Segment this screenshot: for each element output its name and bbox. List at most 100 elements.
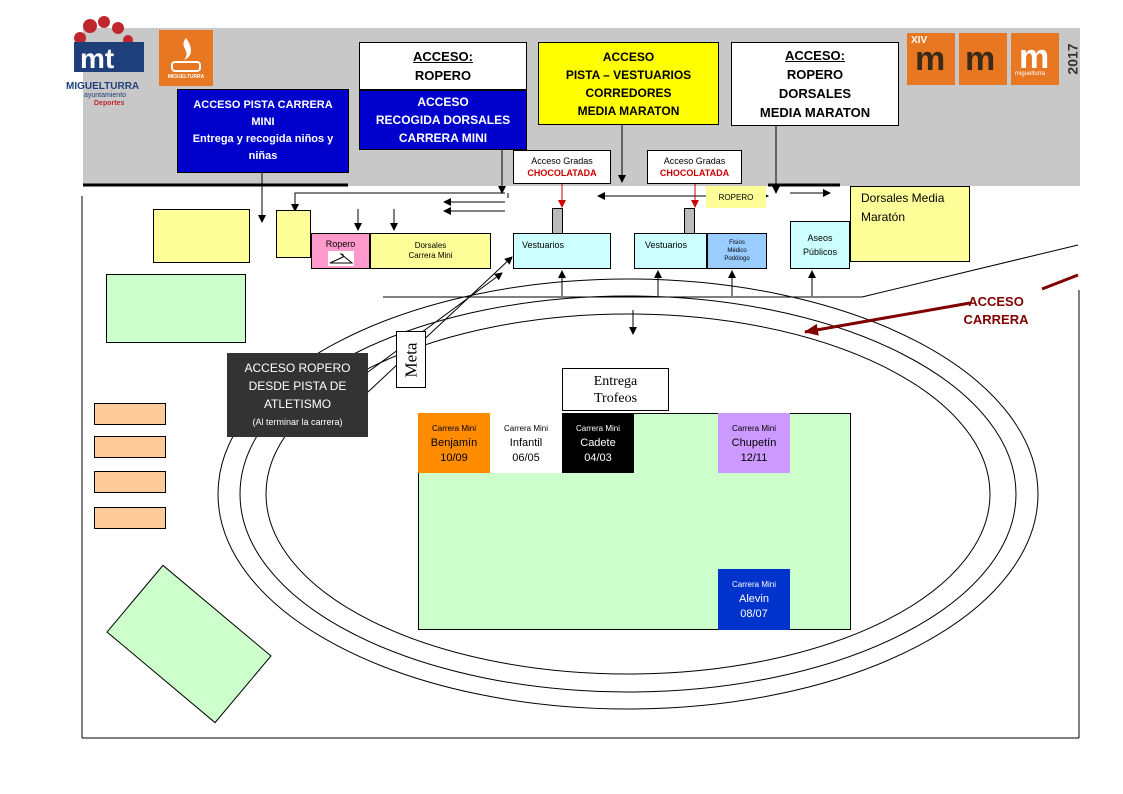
gradas-post-left: [552, 208, 563, 234]
banner-panel-2: [959, 33, 1007, 85]
access-pista-vest-line3: CORREDORES: [585, 85, 672, 100]
logo-ayuntamiento: ayuntamiento: [84, 92, 127, 99]
banner-town: miguelturra: [1015, 71, 1046, 77]
benjamin-years: 10/09: [440, 451, 468, 464]
category-alevin: Carrera Mini Alevin 08/07: [718, 569, 790, 630]
banner-panel-1: [907, 33, 955, 85]
hanger-icon: [327, 251, 354, 266]
chupetin-years: 12/11: [740, 451, 768, 464]
trofeos-line2: Trofeos: [593, 390, 638, 406]
fisios-line2: Médico: [727, 248, 747, 254]
trophy-stand: Entrega Trofeos: [562, 368, 669, 411]
finish-line-meta: Meta: [396, 331, 426, 388]
access-ropero-dorsales-media: ACCESO: ROPERO DORSALES MEDIA MARATON: [731, 42, 899, 126]
half-marathon-banner: XIV m m m miguelturra 2017: [907, 33, 1081, 87]
category-chupetin: Carrera Mini Chupetín 12/11: [718, 413, 790, 473]
access-ropero-dorsales-line2: ROPERO: [786, 67, 844, 82]
access-recogida-line2: RECOGIDA DORSALES: [375, 113, 511, 127]
dorsales-media-maraton: Dorsales Media Maratón: [850, 186, 970, 262]
gradas-left-line1: Acceso Gradas: [531, 156, 593, 166]
access-pista-vest-line4: MEDIA MARATON: [577, 103, 680, 118]
cadete-header: Carrera Mini: [575, 423, 620, 433]
building-yellow-small: [276, 210, 311, 258]
ropero-room-label: Ropero: [325, 239, 356, 249]
m-letter-icon: m: [915, 40, 946, 78]
access-ropero-top-line1: ACCESO:: [413, 49, 473, 64]
fisios-room: Fisios Médico Podólogo: [707, 233, 767, 269]
logo-deportes: Deportes: [94, 100, 125, 107]
access-ropero-top: ACCESO: ROPERO: [359, 42, 527, 90]
dorsales-media-line1: Dorsales Media: [861, 191, 945, 205]
alevin-years: 08/07: [740, 608, 768, 620]
infantil-years: 06/05: [512, 451, 540, 464]
cme-logo: MIGUELTURRA: [159, 30, 213, 86]
mt-logo-graphic: mt: [74, 16, 144, 74]
flame-icon: [171, 38, 201, 72]
acceso-carrera-line1: ACCESO: [968, 294, 1024, 309]
access-ropero-top-line2: ROPERO: [414, 68, 472, 83]
ropero-pista-line3: ATLETISMO: [263, 397, 332, 411]
access-pista-vest-line2: PISTA – VESTUARIOS: [565, 67, 692, 82]
m-letter-icon: m: [965, 40, 996, 78]
access-pista-carrera-mini: ACCESO PISTA CARRERA MINI Entrega y reco…: [177, 89, 349, 173]
miguelturra-logo: mt MIGUELTURRA ayuntamiento Deportes: [66, 14, 156, 107]
ropero-pista-line1: ACCESO ROPERO: [244, 361, 351, 375]
access-pista-mini-line2: MINI: [251, 116, 275, 128]
fisios-line1: Fisios: [729, 240, 745, 246]
cadete-name: Cadete: [580, 436, 616, 449]
dorsales-mini-line2: Carrera Mini: [408, 251, 453, 260]
alevin-name: Alevin: [739, 593, 769, 605]
ropero-pista-line4: (Al terminar la carrera): [252, 417, 343, 427]
dorsales-media-line2: Maratón: [861, 210, 906, 224]
meta-label: Meta: [401, 342, 420, 377]
access-ropero-dorsales-line3: DORSALES: [778, 86, 852, 101]
green-area-left: [106, 274, 246, 343]
banner-roman: XIV: [911, 35, 928, 46]
access-ropero-dorsales-line1: ACCESO:: [785, 48, 845, 63]
access-pista-mini-line1: ACCESO PISTA CARRERA: [193, 99, 333, 111]
gradas-right-line2: CHOCOLATADA: [659, 168, 730, 178]
building-yellow-left: [153, 209, 250, 263]
access-gradas-right: Acceso Gradas CHOCOLATADA: [647, 150, 742, 184]
trofeos-line1: Entrega: [593, 373, 638, 389]
vestuarios-right: Vestuarios: [634, 233, 707, 269]
vestuarios-right-label: Vestuarios: [645, 240, 688, 250]
infantil-header: Carrera Mini: [503, 423, 548, 433]
chupetin-header: Carrera Mini: [731, 423, 776, 433]
vestuarios-left-label: Vestuarios: [522, 240, 565, 250]
access-pista-vestuarios: ACCESO PISTA – VESTUARIOS CORREDORES MED…: [538, 42, 719, 125]
infantil-name: Infantil: [509, 436, 543, 449]
gradas-post-right: [684, 208, 695, 234]
banner-panel-3: [1011, 33, 1059, 85]
gradas-left-line2: CHOCOLATADA: [527, 168, 597, 178]
peach-box-3: [94, 471, 166, 493]
alevin-header: Carrera Mini: [731, 580, 776, 589]
access-gradas-left: Acceso Gradas CHOCOLATADA: [513, 150, 611, 184]
ropero-room: Ropero: [311, 233, 370, 269]
access-pista-vest-line1: ACCESO: [602, 49, 655, 64]
cme-logo-text: MIGUELTURRA: [167, 74, 205, 80]
aseos-line2: Públicos: [802, 247, 838, 257]
access-recogida-dorsales: ACCESO RECOGIDA DORSALES CARRERA MINI: [359, 90, 527, 150]
cadete-years: 04/03: [584, 451, 612, 464]
acceso-carrera-line2: CARRERA: [963, 312, 1029, 327]
dorsales-carrera-mini: Dorsales Carrera Mini: [370, 233, 491, 269]
category-infantil: Carrera Mini Infantil 06/05: [490, 413, 562, 473]
category-benjamin: Carrera Mini Benjamín 10/09: [418, 413, 490, 473]
access-ropero-desde-pista: ACCESO ROPERO DESDE PISTA DE ATLETISMO (…: [227, 353, 368, 437]
peach-box-2: [94, 436, 166, 458]
ropero-small-text: ROPERO: [718, 192, 754, 202]
benjamin-header: Carrera Mini: [431, 423, 476, 433]
logo-town-name: MIGUELTURRA: [66, 81, 140, 92]
access-recogida-line1: ACCESO: [417, 95, 469, 109]
access-pista-mini-line4: niñas: [248, 150, 278, 162]
peach-box-1: [94, 403, 166, 425]
gradas-right-line1: Acceso Gradas: [663, 156, 726, 166]
aseos-line1: Aseos: [807, 233, 833, 243]
svg-text:mt: mt: [80, 43, 114, 74]
access-carrera-label: ACCESO CARRERA: [948, 290, 1044, 332]
m-letter-icon: m: [1019, 38, 1050, 76]
category-cadete: Carrera Mini Cadete 04/03: [562, 413, 634, 473]
access-ropero-dorsales-line4: MEDIA MARATON: [759, 105, 871, 120]
